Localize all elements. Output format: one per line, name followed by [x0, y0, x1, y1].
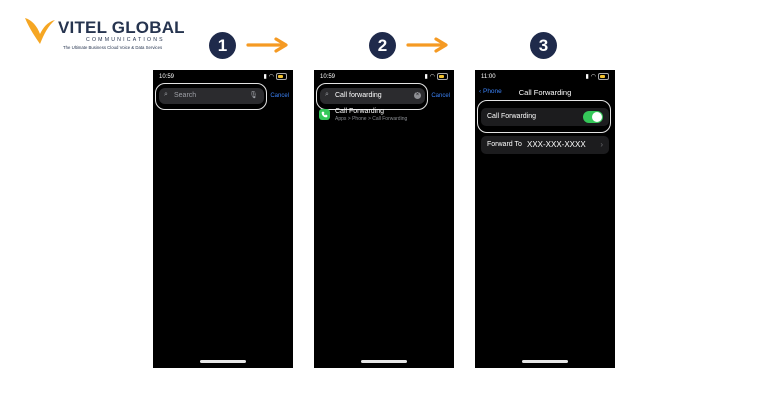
nav-title: Call Forwarding	[518, 88, 572, 97]
chevron-right-icon: ›	[600, 140, 603, 149]
signal-icon: ▮	[424, 74, 428, 80]
step-number: 1	[209, 32, 236, 59]
highlight-circle	[155, 83, 267, 110]
brand-name: VITEL GLOBAL	[58, 18, 185, 37]
arrow-right-icon	[406, 37, 448, 53]
battery-icon	[598, 73, 609, 80]
home-indicator	[522, 360, 568, 363]
phone-app-icon	[319, 109, 330, 120]
wifi-icon: ◠	[268, 74, 274, 80]
status-icons: ▮ ◠	[263, 73, 287, 80]
cancel-button[interactable]: Cancel	[270, 93, 289, 99]
toggle-label: Call Forwarding	[487, 113, 537, 120]
search-icon: ⌕	[164, 91, 168, 98]
chevron-left-icon: ‹	[479, 88, 482, 95]
arrow-right-icon	[246, 37, 288, 53]
search-placeholder: Search	[174, 92, 197, 99]
result-path: Apps > Phone > Call Forwarding	[335, 116, 408, 122]
back-label: Phone	[482, 88, 502, 95]
call-forwarding-toggle[interactable]	[583, 111, 603, 123]
brand-tagline: The Ultimate Business Cloud Voice & Data…	[63, 45, 163, 50]
status-bar: 10:59 ▮ ◠	[314, 73, 454, 83]
home-indicator	[361, 360, 407, 363]
step-number: 3	[530, 32, 557, 59]
highlight-circle	[316, 83, 428, 110]
result-title: Call Forwarding	[335, 108, 385, 115]
forward-label: Forward To	[487, 141, 522, 148]
phone-screen-1: 10:59 ▮ ◠ ⌕ Search 🎙 Cancel	[153, 70, 293, 368]
back-button[interactable]: ‹ Phone	[479, 88, 502, 95]
signal-icon: ▮	[263, 74, 267, 80]
status-icons: ▮ ◠	[585, 73, 609, 80]
status-bar: 11:00 ▮ ◠	[475, 73, 615, 83]
forward-value: XXX-XXX-XXXX	[527, 140, 586, 149]
battery-icon	[437, 73, 448, 80]
search-result-item[interactable]: Call Forwarding Apps > Phone > Call Forw…	[319, 108, 449, 124]
status-time: 10:59	[159, 74, 175, 80]
search-input[interactable]: ⌕ Call forwarding ×	[320, 88, 425, 104]
step-number: 2	[369, 32, 396, 59]
logo-icon	[25, 18, 55, 44]
highlight-circle	[477, 100, 611, 133]
wifi-icon: ◠	[590, 74, 596, 80]
cancel-button[interactable]: Cancel	[431, 93, 450, 99]
mic-icon[interactable]: 🎙	[249, 92, 258, 99]
status-time: 10:59	[320, 74, 336, 80]
search-value: Call forwarding	[335, 92, 382, 99]
phone-screen-3: 11:00 ▮ ◠ ‹ Phone Call Forwarding Call F…	[475, 70, 615, 368]
brand-sub: COMMUNICATIONS	[86, 37, 165, 43]
search-icon: ⌕	[325, 91, 329, 98]
clear-icon[interactable]: ×	[414, 92, 421, 99]
status-bar: 10:59 ▮ ◠	[153, 73, 293, 83]
forward-to-row[interactable]: Forward To XXX-XXX-XXXX ›	[481, 136, 609, 154]
wifi-icon: ◠	[429, 74, 435, 80]
call-forwarding-row: Call Forwarding	[481, 108, 609, 126]
toggle-knob	[592, 112, 602, 122]
phone-screen-2: 10:59 ▮ ◠ ⌕ Call forwarding × Cancel Cal…	[314, 70, 454, 368]
battery-icon	[276, 73, 287, 80]
status-time: 11:00	[481, 74, 496, 80]
brand-logo: VITEL GLOBAL COMMUNICATIONS The Ultimate…	[22, 12, 192, 52]
status-icons: ▮ ◠	[424, 73, 448, 80]
home-indicator	[200, 360, 246, 363]
signal-icon: ▮	[585, 74, 589, 80]
search-input[interactable]: ⌕ Search 🎙	[159, 88, 264, 104]
